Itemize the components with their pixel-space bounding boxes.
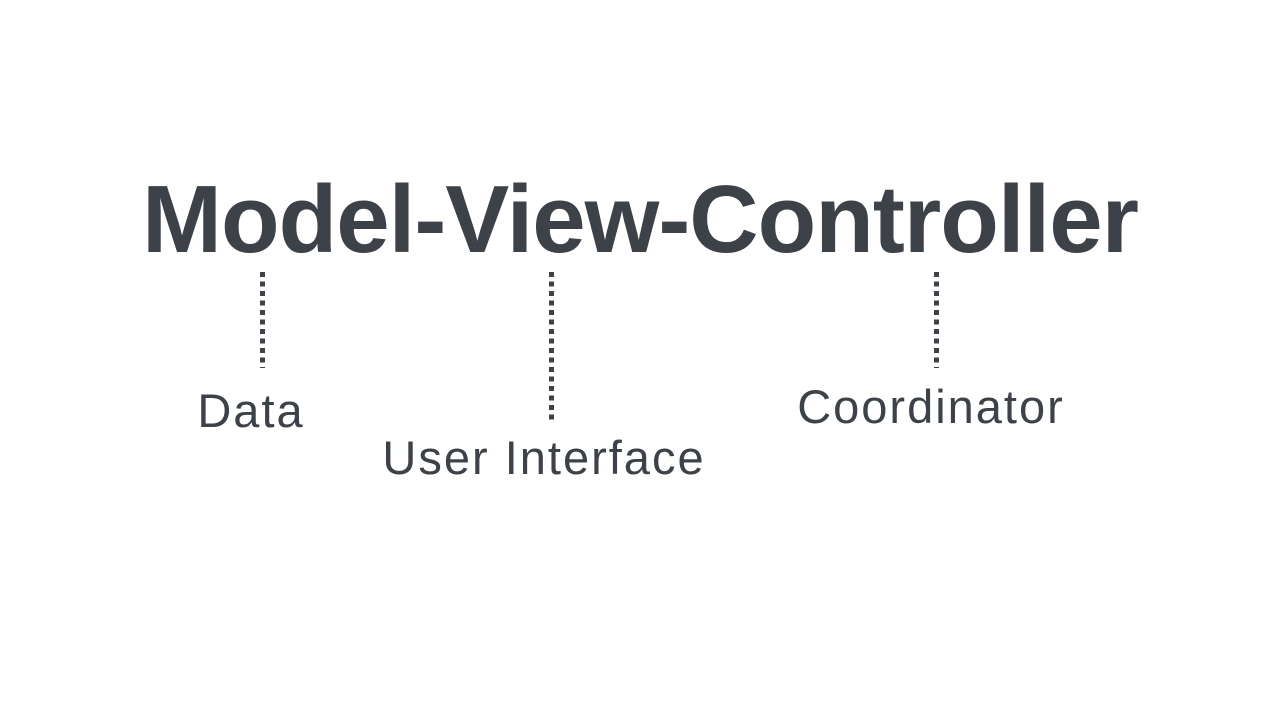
view-node-label: User Interface xyxy=(382,431,706,484)
model-connector-dotted-line xyxy=(260,272,265,368)
view-connector-dotted-line xyxy=(549,272,554,422)
controller-connector-dotted-line xyxy=(934,272,939,368)
controller-node-label: Coordinator xyxy=(797,380,1065,433)
model-node-label: Data xyxy=(197,384,305,437)
diagram-title: Model-View-Controller xyxy=(142,166,1139,273)
